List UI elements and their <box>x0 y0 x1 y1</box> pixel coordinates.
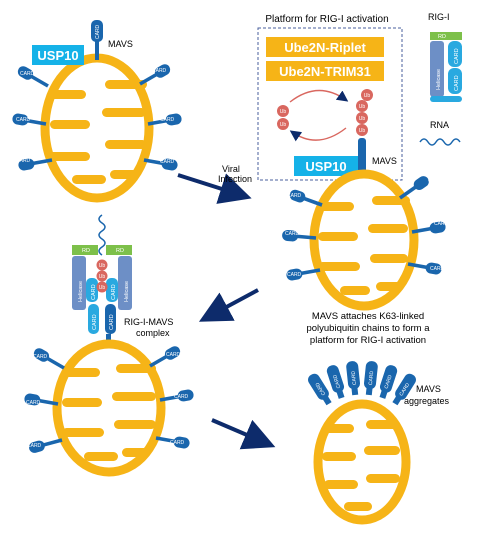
mitochondrion-2: USP10 MAVS CARD CARD CARD CARD CA <box>281 138 449 311</box>
card-label: CARD <box>287 193 302 199</box>
caption-line-3: platform for RIG-I activation <box>310 335 426 346</box>
card-label: CARD <box>351 370 358 385</box>
mavs-label: MAVS <box>108 39 133 49</box>
ube2n-trim31-box: Ube2N-TRIM31 <box>266 61 384 81</box>
ub-label: Ub <box>99 274 106 280</box>
mitochondrion-1: CARD MAVS USP10 CARD CARD CARD CARD CARD… <box>11 20 183 203</box>
ub-left-group: Ub Ub <box>277 105 289 130</box>
infection-label: Infection <box>218 174 252 184</box>
card-label: CARD <box>285 231 300 237</box>
ube2n-trim31-label: Ube2N-TRIM31 <box>279 64 371 79</box>
card-label: CARD <box>26 400 41 406</box>
ube2n-riplet-label: Ube2N-Riplet <box>284 40 366 55</box>
mavs-label-2: MAVS <box>372 156 397 166</box>
platform-box: Platform for RIG-I activation Ube2N-Ripl… <box>257 14 403 181</box>
card-label: CARD <box>174 394 189 400</box>
usp10-box: USP10 <box>32 45 84 65</box>
card-label: CARD <box>92 314 98 330</box>
card-label: CARD <box>27 443 42 449</box>
card-label: CARD <box>20 71 35 77</box>
card-label: CARD <box>152 68 167 74</box>
card-label: CARD <box>170 440 185 446</box>
card-label: CARD <box>428 178 443 184</box>
aggregates-label-2: aggregates <box>404 396 450 406</box>
card-label: CARD <box>454 48 460 64</box>
card-label: CARD <box>109 314 115 330</box>
ub-label: Ub <box>359 104 366 110</box>
card-label: CARD <box>95 24 101 39</box>
card-label: CARD <box>434 221 449 227</box>
usp10-label: USP10 <box>305 159 346 174</box>
usp10-label: USP10 <box>37 48 78 63</box>
ub-label: Ub <box>280 122 287 128</box>
card-label: CARD <box>16 117 31 123</box>
arrow-to-complex <box>198 288 259 322</box>
ub-label: Ub <box>99 285 106 291</box>
rd-label: RD <box>438 34 446 40</box>
ub-label: Ub <box>280 109 287 115</box>
mavs-aggregate-cards: CARD CARD CARD CARD CARD CARD <box>308 361 416 406</box>
ubiquitin-cycle-arrows <box>289 89 349 142</box>
viral-label: Viral <box>222 164 240 174</box>
card-label: CARD <box>160 159 175 165</box>
helicase-label: Helicase <box>436 69 442 90</box>
helicase-label: Helicase <box>124 281 130 302</box>
caption-line-1: MAVS attaches K63-linked <box>312 311 424 322</box>
rig-mavs-label-1: RIG-I-MAVS <box>124 317 173 327</box>
card-label: CARD <box>91 284 97 300</box>
card-label: CARD <box>160 117 175 123</box>
mitochondrion-3: RD RD Helicase Helicase CARD CARD Ub Ub … <box>23 214 195 477</box>
card-label: CARD <box>384 374 394 390</box>
rig-i-legend-label: RIG-I <box>428 12 450 22</box>
card-label: CARD <box>16 158 31 164</box>
attach-caption: MAVS attaches K63-linked polyubiquitin c… <box>306 311 430 346</box>
usp10-box-2: USP10 <box>294 156 358 176</box>
card-label: CARD <box>33 354 48 360</box>
card-label: CARD <box>166 352 181 358</box>
ub-label: Ub <box>99 263 106 269</box>
ub-label: Ub <box>359 128 366 134</box>
rig-mavs-label-2: complex <box>136 328 170 338</box>
caption-line-2: polyubiquitin chains to form a <box>306 323 430 334</box>
arrow-to-aggregates <box>211 418 276 450</box>
rd-label: RD <box>82 248 90 254</box>
card-label: CARD <box>332 373 342 389</box>
ub-label: Ub <box>364 93 371 99</box>
ube2n-riplet-box: Ube2N-Riplet <box>266 37 384 57</box>
legend: RIG-I RD Helicase CARD CARD RNA <box>419 12 462 146</box>
card-label: CARD <box>454 75 460 91</box>
rig-i-legend-icon: RD Helicase CARD CARD <box>430 32 462 102</box>
card-label: CARD <box>430 266 445 272</box>
card-label: CARD <box>111 284 117 300</box>
rna-icon <box>419 138 461 146</box>
mitochondrion-4: CARD CARD CARD CARD CARD CARD MAVS aggre… <box>308 361 450 525</box>
helicase-label: Helicase <box>78 281 84 302</box>
aggregates-label-1: MAVS <box>416 384 441 394</box>
card-label: CARD <box>287 272 302 278</box>
platform-title: Platform for RIG-I activation <box>265 14 388 25</box>
rd-label: RD <box>116 248 124 254</box>
ub-label: Ub <box>359 116 366 122</box>
mavs-arm-top: CARD <box>91 20 103 60</box>
rna-legend-label: RNA <box>430 120 449 130</box>
card-label: CARD <box>368 370 375 385</box>
ub-chain: Ub Ub Ub Ub <box>356 89 373 136</box>
viral-infection-arrow: Viral Infection <box>177 164 252 204</box>
rna-strand <box>98 214 106 256</box>
